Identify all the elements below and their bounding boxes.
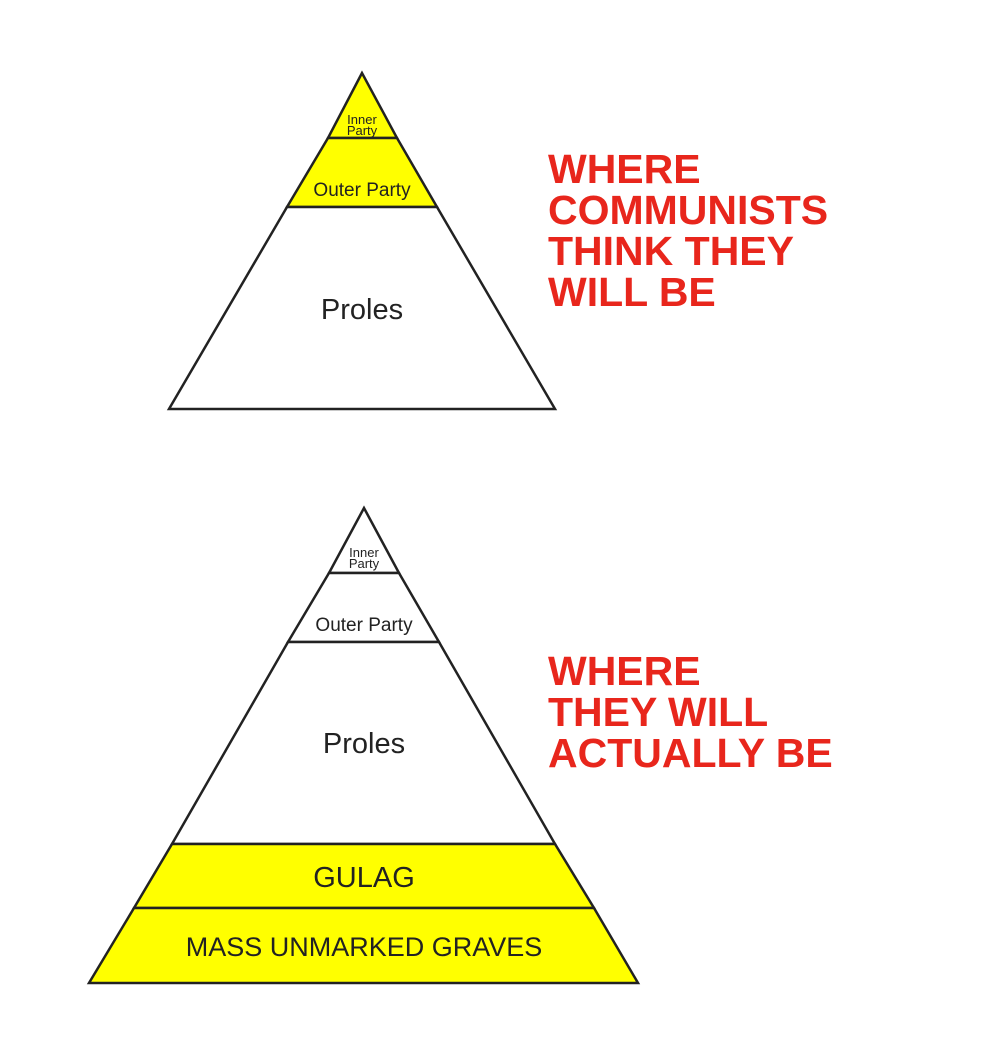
bottom-caption-line: THEY WILL [548, 689, 769, 735]
bottom-inner-party-label-line1: Inner [349, 545, 379, 560]
top-proles-label: Proles [321, 294, 403, 326]
bottom-caption: WHERE THEY WILL ACTUALLY BE [548, 651, 833, 774]
top-caption: WHERE COMMUNISTS THINK THEY WILL BE [548, 149, 828, 313]
bottom-tier-graves [86, 906, 641, 985]
bottom-inner-party-label-line2: Party [349, 556, 380, 571]
top-caption-line: WHERE [548, 146, 701, 192]
bottom-caption-line: ACTUALLY BE [548, 730, 833, 776]
top-inner-party-label-line1: Inner [347, 112, 377, 127]
bottom-caption-line: WHERE [548, 648, 701, 694]
top-pyramid: Inner Party Outer Party Proles [166, 70, 558, 411]
bottom-outer-party-label: Outer Party [315, 615, 413, 636]
top-caption-line: COMMUNISTS [548, 187, 829, 233]
bottom-graves-label: MASS UNMARKED GRAVES [186, 932, 543, 962]
bottom-proles-label: Proles [323, 728, 405, 760]
bottom-gulag-label: GULAG [313, 862, 415, 894]
top-inner-party-label-line2: Party [347, 123, 378, 138]
top-outer-party-label: Outer Party [313, 180, 411, 201]
top-caption-line: THINK THEY [548, 228, 794, 274]
top-caption-line: WILL BE [548, 269, 716, 315]
bottom-pyramid: Inner Party Outer Party Proles GULAG MAS… [86, 505, 641, 985]
top-tier-proles [166, 205, 558, 411]
